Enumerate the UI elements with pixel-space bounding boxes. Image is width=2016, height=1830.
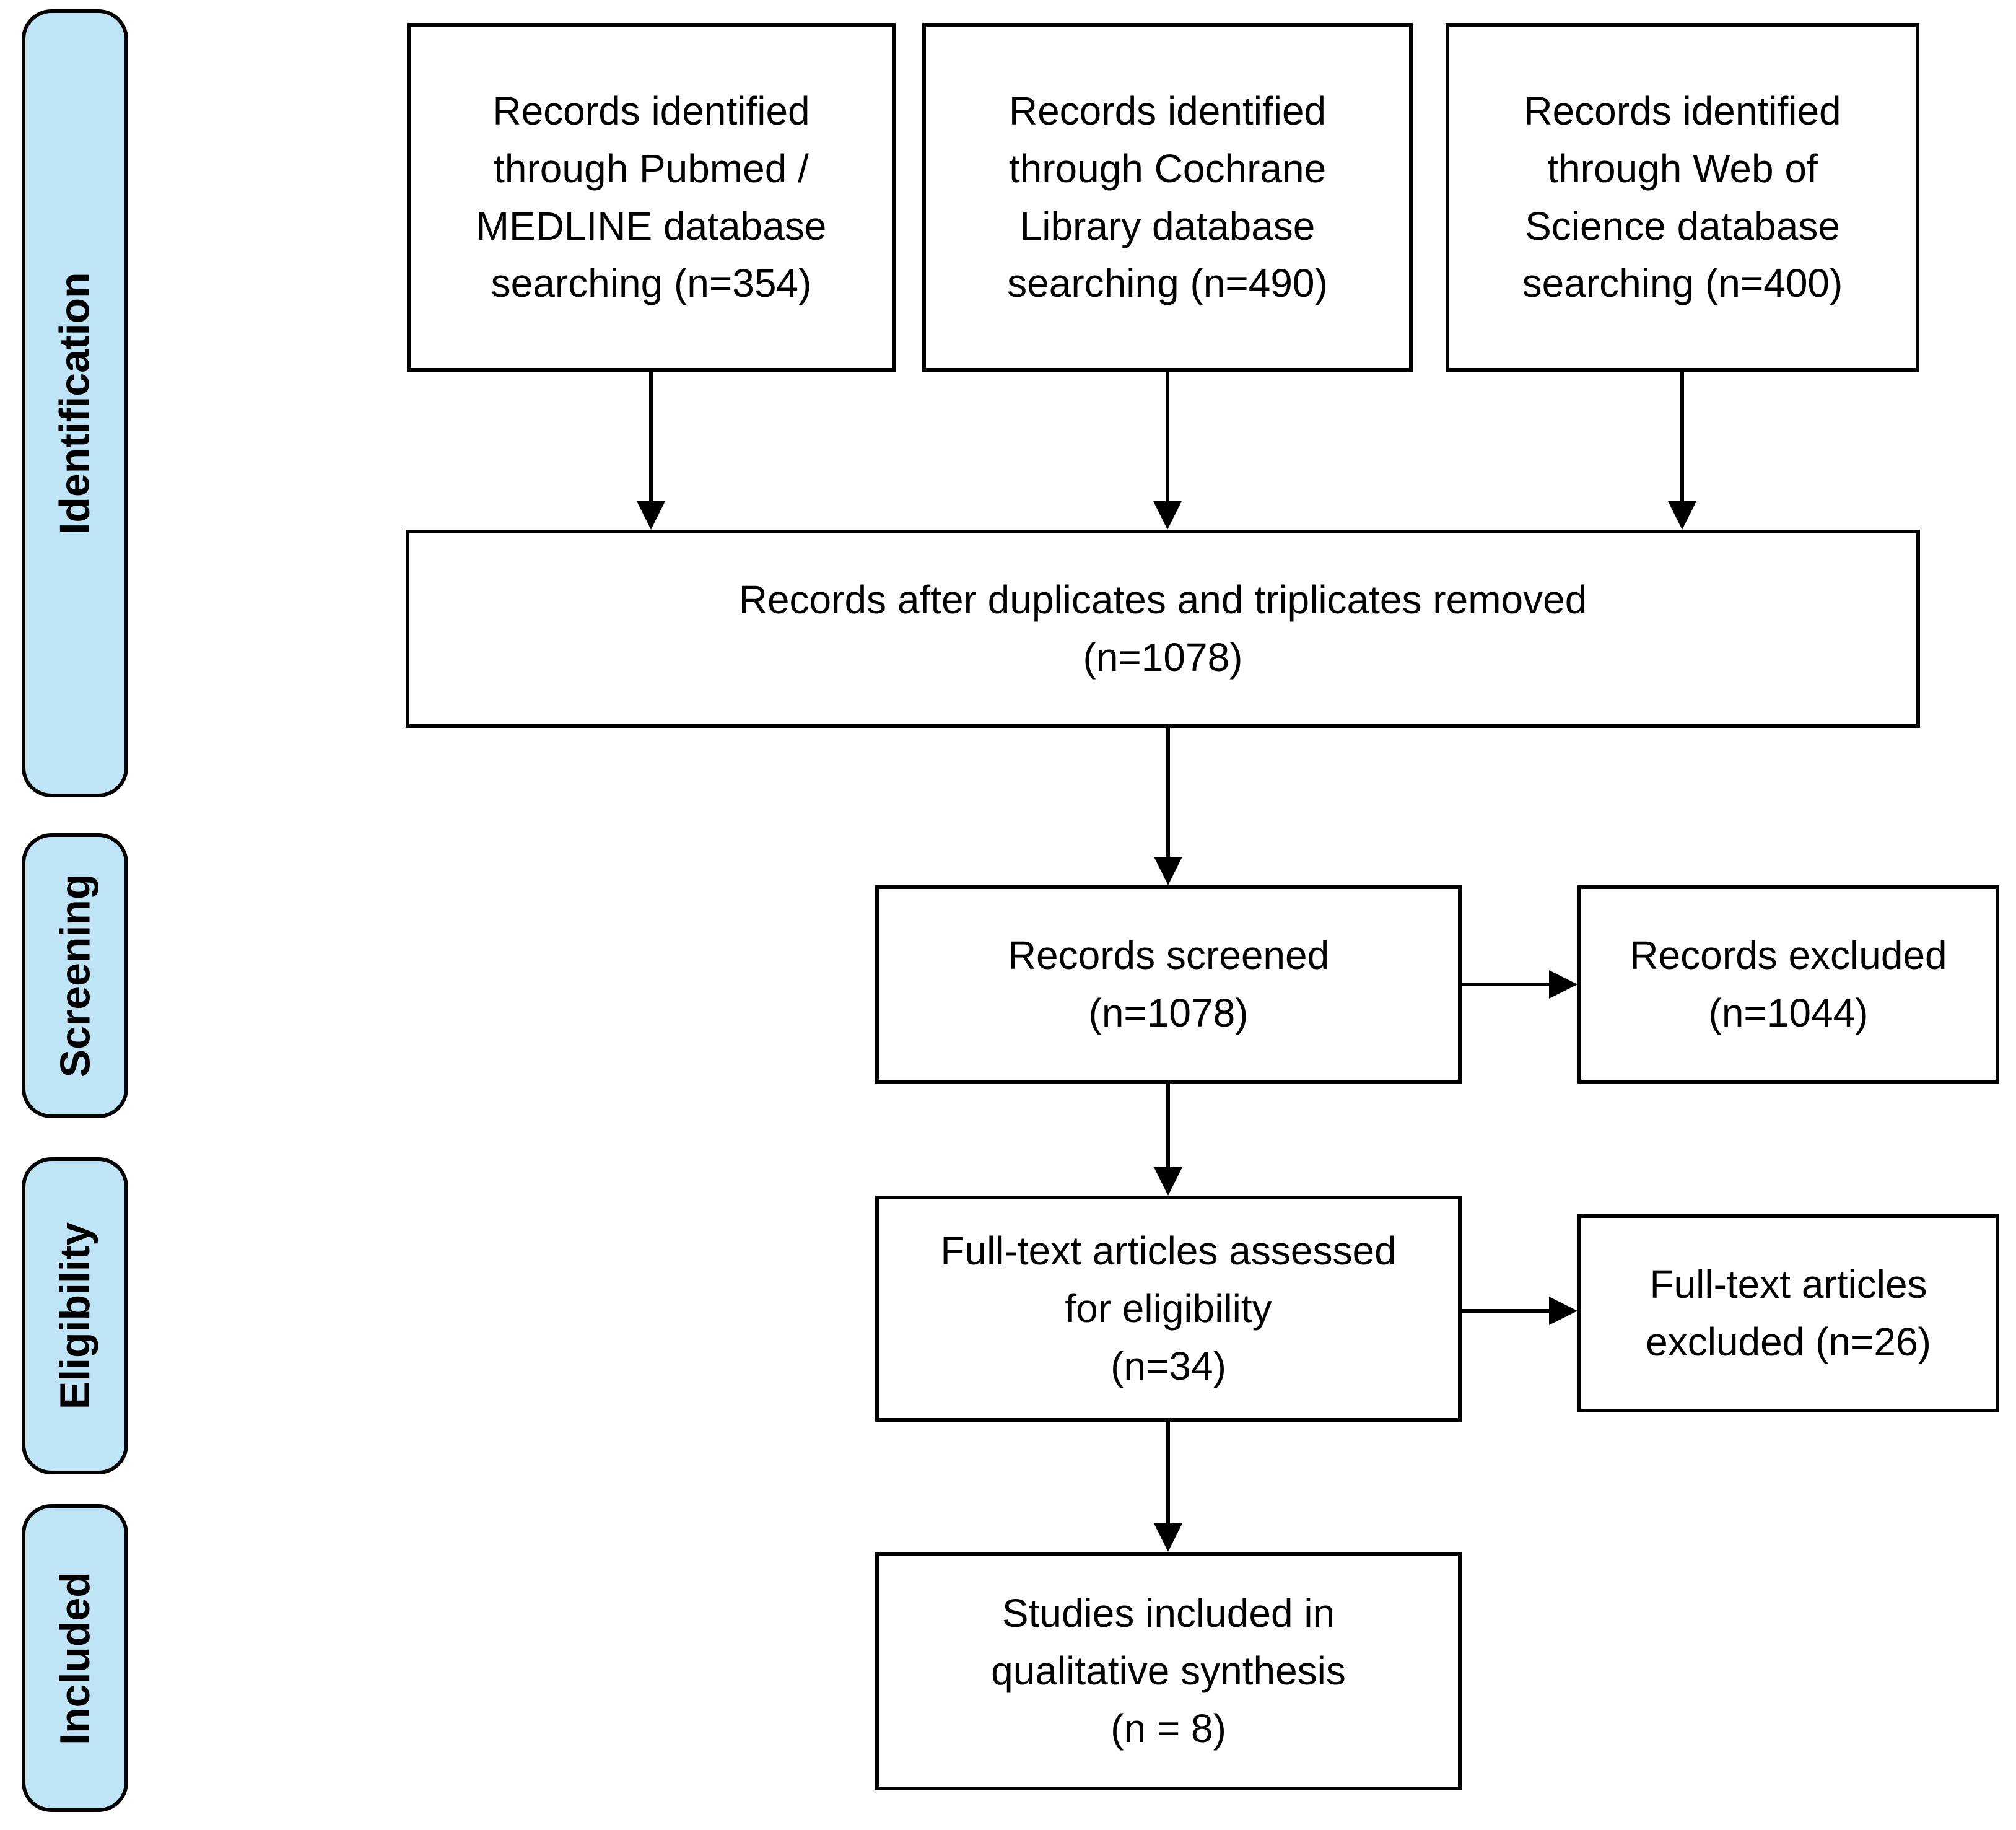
- box-text-line: for eligibility: [1065, 1286, 1272, 1331]
- box-records-identified-web-of-science: Records identified through Web of Scienc…: [1446, 23, 1919, 372]
- arrowhead-down-icon: [1154, 857, 1182, 885]
- box-text-line: MEDLINE database: [476, 203, 827, 248]
- arrowhead-down-icon: [1153, 501, 1182, 530]
- box-text-line: through Web of: [1547, 146, 1818, 191]
- box-text-line: Records after duplicates and triplicates…: [738, 577, 1587, 623]
- stage-label-eligibility: Eligibility: [22, 1157, 128, 1474]
- arrow-stem: [1166, 1082, 1170, 1169]
- stage-label-screening: Screening: [22, 833, 128, 1118]
- box-fulltext-excluded: Full-text articles excluded (n=26): [1577, 1214, 1999, 1412]
- stage-label-eligibility-text: Eligibility: [51, 1222, 98, 1410]
- box-text-line: Full-text articles assessed: [940, 1228, 1397, 1274]
- stage-label-included-text: Included: [51, 1571, 99, 1745]
- arrow-stem: [1460, 1309, 1551, 1313]
- box-text-line: searching (n=400): [1522, 261, 1843, 306]
- box-text-line: Records screened: [1007, 933, 1330, 978]
- box-text-line: (n=34): [1111, 1343, 1226, 1388]
- box-text-line: Science database: [1525, 203, 1840, 248]
- arrow-stem: [1166, 370, 1169, 503]
- box-text-line: (n=1078): [1083, 635, 1243, 680]
- box-records-after-duplicates-removed: Records after duplicates and triplicates…: [406, 530, 1920, 728]
- box-text-line: (n = 8): [1111, 1705, 1226, 1751]
- box-text-line: Records identified: [492, 88, 810, 133]
- box-text-line: qualitative synthesis: [991, 1648, 1346, 1694]
- box-text-line: (n=1044): [1708, 991, 1869, 1035]
- box-records-identified-cochrane: Records identified through Cochrane Libr…: [922, 23, 1413, 372]
- arrowhead-down-icon: [1154, 1167, 1182, 1196]
- stage-label-identification-text: Identification: [51, 272, 99, 535]
- box-studies-included-qualitative: Studies included in qualitative synthesi…: [875, 1552, 1462, 1790]
- arrow-stem: [1166, 1420, 1170, 1525]
- box-text-line: searching (n=354): [491, 261, 812, 306]
- box-text-line: Studies included in: [1001, 1591, 1335, 1636]
- stage-label-screening-text: Screening: [51, 873, 98, 1078]
- stage-label-identification: Identification: [22, 9, 128, 797]
- box-text-line: through Cochrane: [1008, 146, 1327, 191]
- arrowhead-right-icon: [1549, 970, 1577, 999]
- arrow-stem: [1460, 983, 1551, 986]
- arrowhead-down-icon: [637, 501, 665, 530]
- box-records-identified-pubmed: Records identified through Pubmed / MEDL…: [407, 23, 896, 372]
- arrowhead-down-icon: [1154, 1523, 1182, 1552]
- box-fulltext-assessed: Full-text articles assessed for eligibil…: [875, 1196, 1462, 1422]
- arrow-stem: [1680, 370, 1684, 503]
- box-text-line: searching (n=490): [1007, 261, 1328, 306]
- arrow-stem: [1166, 726, 1170, 859]
- box-records-excluded: Records excluded (n=1044): [1577, 885, 1999, 1084]
- box-text-line: through Pubmed /: [494, 146, 809, 191]
- arrowhead-down-icon: [1668, 501, 1696, 530]
- box-text-line: (n=1078): [1088, 991, 1249, 1035]
- arrow-stem: [649, 370, 653, 503]
- box-text-line: Full-text articles: [1649, 1262, 1927, 1307]
- stage-label-included: Included: [22, 1504, 128, 1812]
- box-text-line: Records identified: [1524, 88, 1841, 133]
- box-text-line: Records excluded: [1630, 933, 1947, 978]
- box-text-line: excluded (n=26): [1646, 1320, 1931, 1364]
- box-text-line: Records identified: [1008, 88, 1327, 133]
- box-records-screened: Records screened (n=1078): [875, 885, 1462, 1084]
- arrowhead-right-icon: [1549, 1297, 1577, 1325]
- box-text-line: Library database: [1019, 203, 1316, 248]
